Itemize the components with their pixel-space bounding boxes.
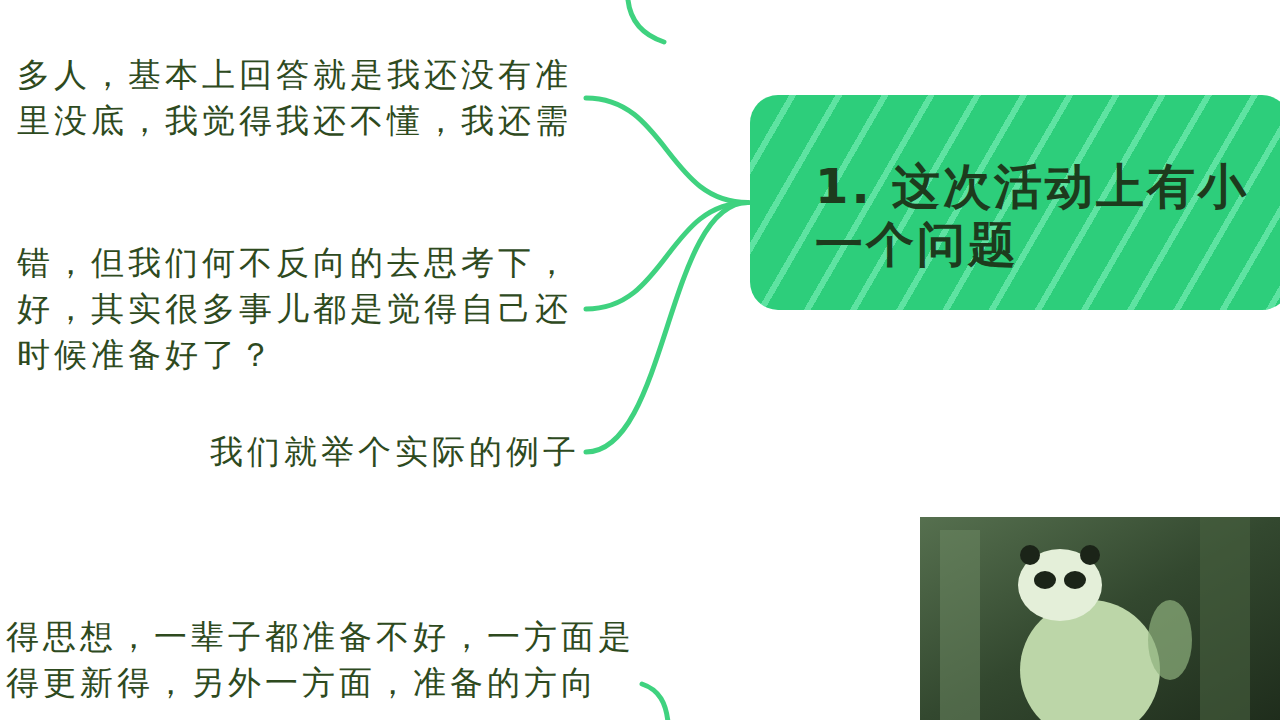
- branch-text-line: 多人，基本上回答就是我还没有准 里没底，我觉得我还不懂，我还需: [17, 52, 580, 144]
- photo-figure-eye: [1064, 571, 1086, 589]
- branch-text: 多人，基本上回答就是我还没有准 里没底，我觉得我还不懂，我还需: [17, 52, 580, 144]
- photo: [920, 517, 1280, 720]
- photo-figure-body: [1020, 600, 1160, 720]
- photo-figure-ear: [1020, 545, 1040, 565]
- branch-text-line: 我们就举个实际的例子: [210, 429, 580, 475]
- branch-curve: [586, 203, 748, 453]
- photo-figure-ear: [1080, 545, 1100, 565]
- note-text: 得思想，一辈子都准备不好，一方面是 得更新得，另外一方面，准备的方向: [6, 614, 643, 706]
- topic-text: 1. 这次活动上有小 一个问题: [815, 157, 1270, 273]
- photo-figure-eye: [1034, 571, 1056, 589]
- branch-stub: [642, 684, 668, 720]
- photo-leaf: [1148, 600, 1192, 680]
- topic-box: 1. 这次活动上有小 一个问题: [750, 95, 1280, 310]
- branch-text: 我们就举个实际的例子: [210, 429, 580, 475]
- branch-text-line: 错，但我们何不反向的去思考下， 好，其实很多事儿都是觉得自己还 时候准备好了？: [17, 240, 580, 378]
- branch-curve: [586, 98, 748, 203]
- photo-tree: [1200, 517, 1250, 720]
- branch-stub: [628, 0, 664, 42]
- branch-curve: [586, 203, 748, 310]
- branch-text: 错，但我们何不反向的去思考下， 好，其实很多事儿都是觉得自己还 时候准备好了？: [17, 240, 580, 378]
- photo-tree: [940, 530, 980, 720]
